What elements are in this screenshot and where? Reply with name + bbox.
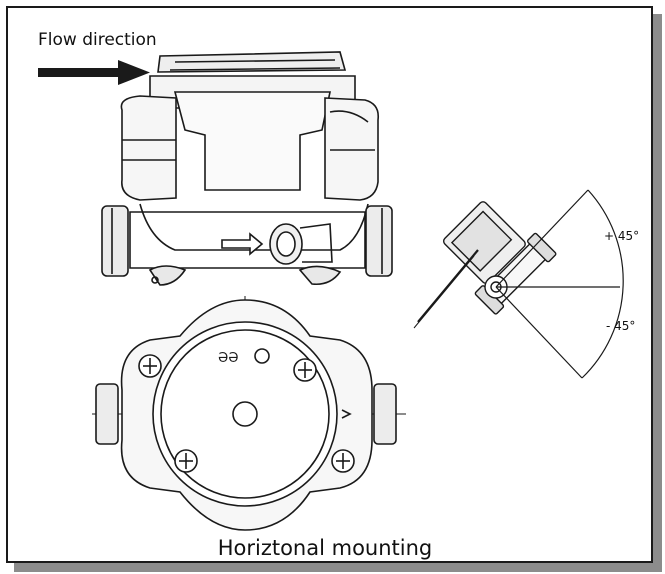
angle-minus-label: - 45° bbox=[606, 319, 636, 333]
angle-plus-label: + 45° bbox=[604, 229, 640, 243]
meter-bottom-view: ƏƏ bbox=[92, 296, 408, 531]
screw-icon bbox=[138, 354, 162, 378]
flow-direction-label: Flow direction bbox=[38, 30, 157, 50]
meter-side-view bbox=[101, 51, 393, 286]
frame-shadow-right bbox=[652, 14, 662, 572]
svg-text:ƏƏ: ƏƏ bbox=[218, 351, 238, 366]
screw-icon bbox=[331, 449, 355, 473]
screw-icon bbox=[293, 358, 317, 382]
frame-shadow-bottom bbox=[14, 562, 662, 572]
flow-arrow-icon bbox=[38, 60, 150, 85]
screw-icon bbox=[174, 449, 198, 473]
tilt-angle-view bbox=[413, 189, 624, 379]
diagram-caption: Horiztonal mounting bbox=[217, 536, 433, 560]
